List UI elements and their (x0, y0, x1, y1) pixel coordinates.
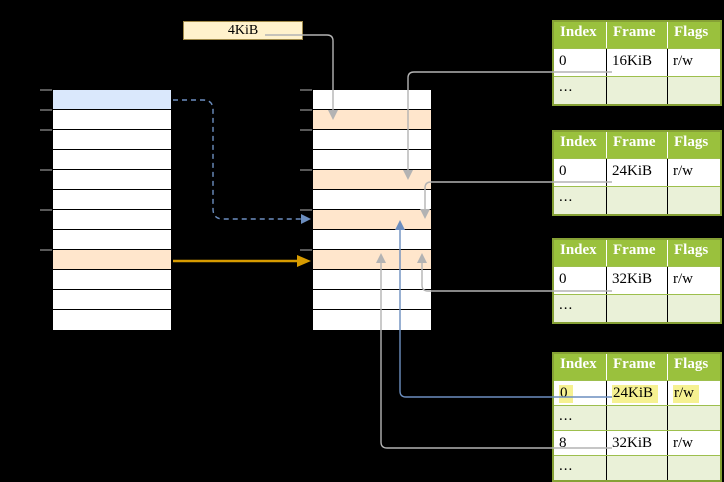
column-header-frame: Frame (607, 240, 668, 266)
memory-row-white (313, 310, 431, 330)
memory-row-orange (53, 250, 171, 270)
page-table-ellipsis-row: ... (554, 294, 720, 322)
address-ticks-middle (300, 89, 312, 251)
memory-row-white (53, 190, 171, 210)
page-table-cell (668, 406, 720, 430)
column-header-index: Index (554, 354, 607, 380)
page-table-entry-row: 0 24KiB r/w (554, 380, 720, 405)
page-table-cell: 16KiB (607, 49, 668, 76)
page-table-cell: 32KiB (607, 431, 668, 455)
memory-row-orange (313, 210, 431, 230)
memory-row-white (53, 310, 171, 330)
page-table-cell (668, 77, 720, 104)
frame-size-label: 4KiB (227, 23, 259, 38)
memory-row-white (313, 90, 431, 110)
page-table-ellipsis-row: ... (554, 76, 720, 104)
memory-row-orange (313, 170, 431, 190)
column-header-index: Index (554, 240, 607, 266)
page-table-cell (668, 187, 720, 214)
column-header-index: Index (554, 132, 607, 158)
page-table-cell: r/w (673, 271, 693, 287)
page-table-cell: ... (554, 187, 607, 214)
page-table-cell (668, 456, 720, 480)
memory-row-white (313, 290, 431, 310)
arrow-orange-virtual-to-32kib (173, 255, 311, 267)
page-table-cell: ... (554, 456, 607, 480)
page-table-cell: 32KiB (607, 267, 668, 294)
highlighted-value: 24KiB (612, 385, 659, 403)
column-header-flags: Flags (674, 134, 709, 150)
memory-row-white (313, 150, 431, 170)
page-table-cell (607, 406, 668, 430)
memory-row-white (53, 230, 171, 250)
column-header-frame: Frame (607, 132, 668, 158)
memory-row-white (53, 130, 171, 150)
memory-row-white (53, 110, 171, 130)
page-table-cell: r/w (673, 53, 693, 69)
memory-row-white (53, 150, 171, 170)
page-table-cell: r/w (668, 381, 720, 405)
highlighted-value: r/w (673, 385, 699, 403)
memory-column-middle (312, 89, 432, 331)
frame-size-box: 4KiB (183, 21, 303, 40)
page-table-cell: ... (554, 295, 607, 322)
page-table-cell (607, 456, 668, 480)
page-table-cell: 0 (554, 267, 607, 294)
page-table-cell (607, 77, 668, 104)
memory-row-white (53, 170, 171, 190)
page-table-cell: r/w (673, 435, 693, 451)
page-table-cell (607, 295, 668, 322)
page-table-ellipsis-row: ... (554, 455, 720, 480)
column-header-flags: Flags (674, 356, 709, 372)
page-table-cell: ... (554, 406, 607, 430)
page-table-ellipsis-row: ... (554, 405, 720, 430)
memory-row-orange (313, 110, 431, 130)
page-table-cell: r/w (673, 163, 693, 179)
column-header-index: Index (554, 22, 607, 48)
memory-row-orange (313, 250, 431, 270)
page-table-cell: 0 (554, 159, 607, 186)
memory-row-white (313, 190, 431, 210)
page-table-cell: 8 (554, 431, 607, 455)
page-table-cell: ... (554, 77, 607, 104)
memory-row-white (313, 130, 431, 150)
column-header-frame: Frame (607, 22, 668, 48)
address-ticks-left (40, 89, 52, 251)
memory-row-white (53, 210, 171, 230)
column-header-flags: Flags (674, 242, 709, 258)
page-table-ellipsis-row: ... (554, 186, 720, 214)
page-table-cell: 0 (554, 381, 607, 405)
memory-row-white (313, 230, 431, 250)
page-table-cell: 0 (554, 49, 607, 76)
highlighted-value: 0 (559, 385, 573, 403)
page-table-cell (668, 295, 720, 322)
memory-row-white (53, 270, 171, 290)
page-table-cell (607, 187, 668, 214)
arrow-dashed-virtual-to-24kib (173, 99, 311, 224)
memory-row-white (313, 270, 431, 290)
column-header-frame: Frame (607, 354, 668, 380)
memory-row-white (53, 290, 171, 310)
page-table-cell: 24KiB (607, 159, 668, 186)
column-header-flags: Flags (674, 24, 709, 40)
memory-column-left (52, 89, 172, 331)
page-table-cell: 24KiB (607, 381, 668, 405)
memory-row-blue (53, 90, 171, 110)
